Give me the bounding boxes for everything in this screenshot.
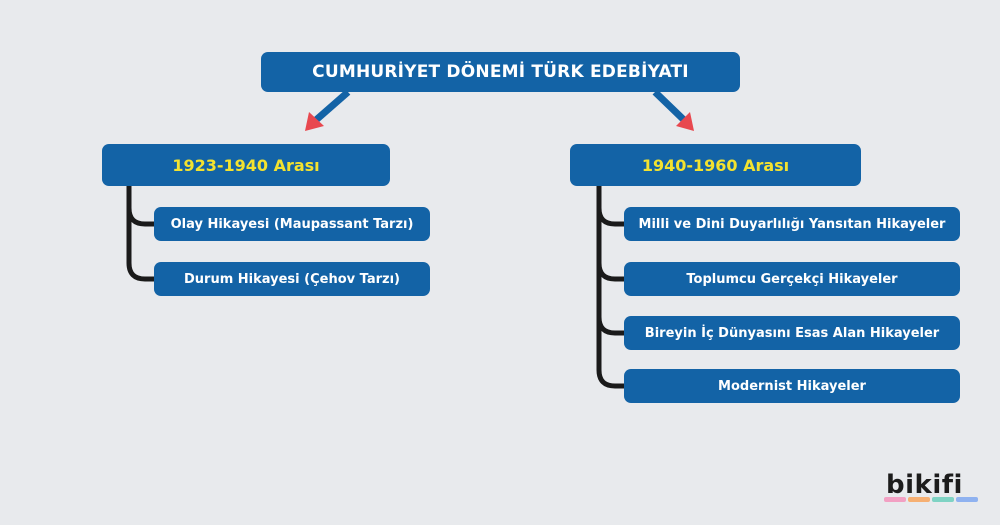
leaf-box-toplumcu-gercekci: Toplumcu Gerçekçi Hikayeler — [624, 262, 960, 296]
period-label: 1940-1960 Arası — [641, 155, 790, 175]
logo-underline-blue — [956, 497, 978, 502]
leaf-box-bireyin-ic-dunyasi: Bireyin İç Dünyasını Esas Alan Hikayeler — [624, 316, 960, 350]
connector-right-d — [596, 317, 624, 389]
leaf-box-durum-hikayesi: Durum Hikayesi (Çehov Tarzı) — [154, 262, 430, 296]
period-box-1923-1940: 1923-1940 Arası — [102, 144, 390, 186]
leaf-box-olay-hikayesi: Olay Hikayesi (Maupassant Tarzı) — [154, 207, 430, 241]
connector-right-a — [596, 186, 624, 227]
period-box-1940-1960: 1940-1960 Arası — [570, 144, 861, 186]
leaf-label: Bireyin İç Dünyasını Esas Alan Hikayeler — [644, 325, 940, 341]
arrow-head-right — [676, 112, 694, 131]
connector-left-b — [126, 208, 154, 282]
leaf-label: Milli ve Dini Duyarlılığı Yansıtan Hikay… — [638, 216, 946, 232]
logo-underline-orange — [908, 497, 930, 502]
bikifi-logo: bikifi — [886, 470, 963, 500]
leaf-label: Toplumcu Gerçekçi Hikayeler — [686, 271, 898, 287]
leaf-box-modernist: Modernist Hikayeler — [624, 369, 960, 403]
arrow-line-right — [652, 89, 687, 123]
logo-underline-pink — [884, 497, 906, 502]
connector-left-a — [126, 186, 154, 227]
arrow-line-left — [313, 89, 351, 123]
root-title: CUMHURİYET DÖNEMİ TÜRK EDEBİYATI — [312, 62, 689, 82]
leaf-box-milli-dini: Milli ve Dini Duyarlılığı Yansıtan Hikay… — [624, 207, 960, 241]
root-title-box: CUMHURİYET DÖNEMİ TÜRK EDEBİYATI — [261, 52, 740, 92]
leaf-label: Olay Hikayesi (Maupassant Tarzı) — [170, 216, 414, 232]
arrow-head-left — [305, 112, 324, 131]
leaf-label: Modernist Hikayeler — [718, 378, 866, 394]
logo-underline-teal — [932, 497, 954, 502]
leaf-label: Durum Hikayesi (Çehov Tarzı) — [184, 271, 400, 287]
period-label: 1923-1940 Arası — [172, 155, 320, 175]
